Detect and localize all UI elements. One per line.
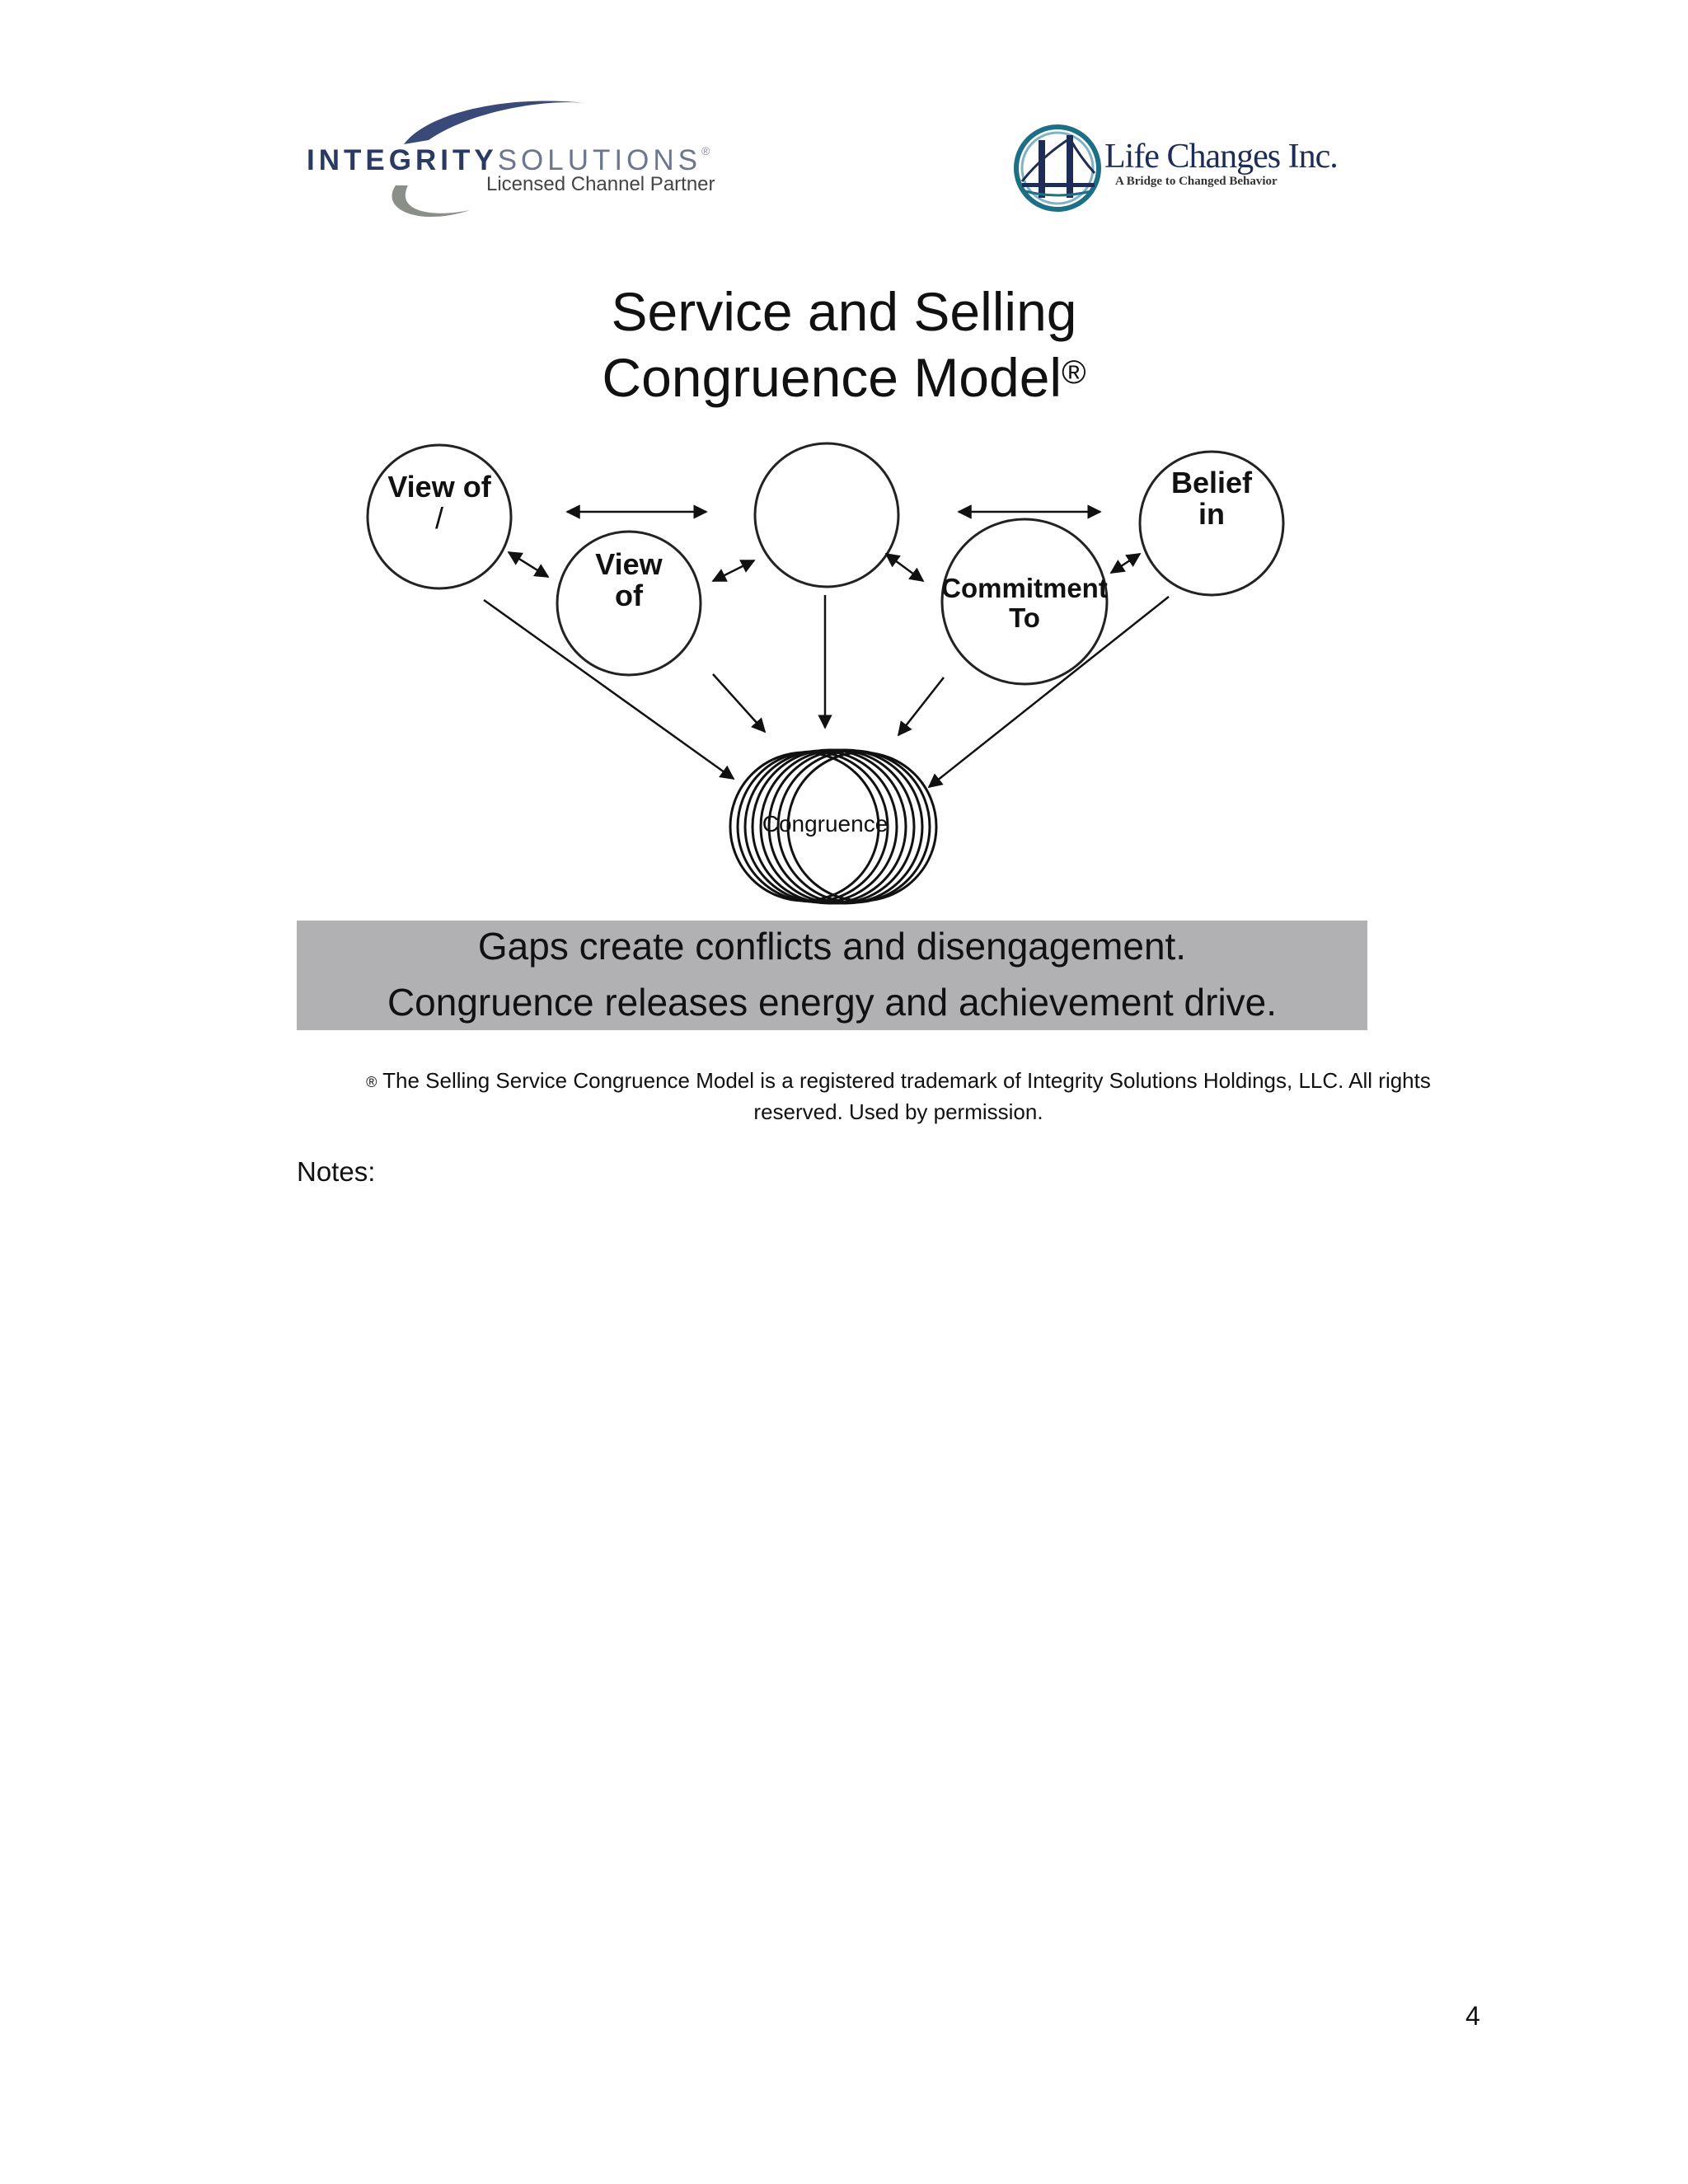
node-label-view-of: View of (555, 549, 703, 612)
page-title: Service and Selling Congruence Model® (0, 279, 1688, 410)
life-changes-logo: Life Changes Inc. A Bridge to Changed Be… (1014, 124, 1339, 218)
brand-light-text: SOLUTIONS (497, 144, 701, 176)
node-label-commitment-to: Commitment To (926, 574, 1123, 633)
life-changes-tagline: A Bridge to Changed Behavior (1115, 175, 1278, 188)
title-line-1: Service and Selling (611, 281, 1077, 342)
title-line-2-wrap: Congruence Model® (0, 344, 1688, 410)
footnote-line-1-wrap: ® The Selling Service Congruence Model i… (297, 1065, 1500, 1096)
view-of-slash-line-1: View of (387, 470, 491, 504)
title-line-2: Congruence Model (602, 347, 1062, 408)
view-of-slash-line-2: / (434, 501, 443, 535)
arrow-d-2 (711, 559, 756, 583)
title-reg-mark: ® (1062, 354, 1086, 391)
footnote-line-1: The Selling Service Congruence Model is … (377, 1068, 1431, 1093)
banner-line-1: Gaps create conflicts and disengagement. (477, 925, 1187, 968)
node-circle-commitment-to (940, 518, 1109, 686)
footnote-line-2: reserved. Used by permission. (753, 1099, 1043, 1124)
trademark-footnote: ® The Selling Service Congruence Model i… (297, 1065, 1500, 1127)
commitment-to-line-1: Commitment (941, 573, 1108, 603)
node-circle-view-of-slash (366, 443, 513, 590)
footnote-reg-mark: ® (366, 1074, 377, 1090)
arrow-c-2 (712, 673, 767, 733)
arrow-d-4 (1109, 552, 1142, 574)
arrow-c-5 (927, 596, 1170, 789)
life-changes-name: Life Changes Inc. (1104, 138, 1339, 176)
node-label-view-of-slash: View of / (365, 471, 513, 534)
notes-label: Notes: (297, 1156, 376, 1187)
arrow-c-1 (483, 598, 735, 780)
banner-line-2: Congruence releases energy and achieveme… (387, 981, 1278, 1024)
node-label-belief-in: Belief in (1137, 467, 1286, 530)
node-label-congruence: Congruence (738, 812, 912, 837)
integrity-tagline: Licensed Channel Partner (486, 173, 715, 195)
page-number: 4 (1465, 2001, 1480, 2031)
integrity-solutions-logo: INTEGRITYSOLUTIONS® Licensed Channel Par… (297, 95, 725, 227)
arrow-c-4 (897, 677, 945, 737)
node-circle-belief-in (1138, 450, 1285, 597)
brand-bold-text: INTEGRITY (307, 144, 498, 176)
belief-in-line-1: Belief (1170, 466, 1253, 499)
congruence-line-1: Congruence (762, 811, 889, 837)
brand-reg-mark: ® (701, 144, 710, 157)
view-of-line-2: of (615, 579, 643, 612)
node-circle-view-of (556, 530, 702, 677)
belief-in-line-2: in (1198, 497, 1225, 531)
congruence-stacked-circles (729, 748, 938, 905)
arrow-d-1 (507, 551, 550, 579)
node-circle-center (753, 442, 900, 588)
commitment-to-line-2: To (1009, 602, 1040, 633)
gaps-banner: Gaps create conflicts and disengagement.… (297, 921, 1367, 1030)
arrow-d-3 (884, 552, 925, 583)
integrity-brand-text: INTEGRITYSOLUTIONS® (307, 144, 710, 177)
logo-swoosh-graphic (392, 101, 585, 218)
bridge-icon (1014, 124, 1101, 212)
view-of-line-1: View (595, 547, 663, 581)
